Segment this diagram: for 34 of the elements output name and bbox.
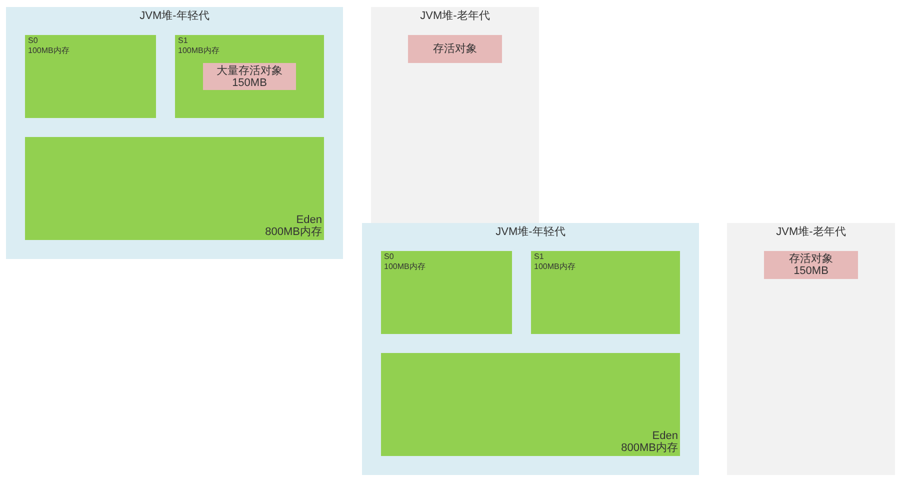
old-generation-panel <box>727 223 895 475</box>
survivor-space-box <box>175 35 324 118</box>
young-generation-panel <box>6 7 343 259</box>
space-label: Eden <box>296 214 322 226</box>
eden-space-box <box>381 353 680 456</box>
space-label: S1 <box>178 36 188 46</box>
panel-title: JVM堆-老年代 <box>420 9 490 24</box>
survivor-space-box <box>25 35 156 118</box>
object-label: 大量存活对象 <box>216 64 282 76</box>
panel-title: JVM堆-年轻代 <box>140 9 210 24</box>
old-generation-panel <box>371 7 539 223</box>
object-label: 150MB <box>232 76 267 88</box>
object-box <box>764 251 858 279</box>
space-label: Eden <box>652 430 678 442</box>
space-label: 100MB内存 <box>178 46 220 56</box>
survivor-space-box <box>381 251 512 334</box>
object-box <box>203 63 296 90</box>
eden-space-box <box>25 137 324 240</box>
object-label: 150MB <box>794 265 828 277</box>
space-label: 100MB内存 <box>28 46 70 56</box>
space-label: S1 <box>534 252 544 262</box>
space-label: 100MB内存 <box>384 262 426 272</box>
space-label: 100MB内存 <box>534 262 576 272</box>
object-label: 存活对象 <box>433 43 477 55</box>
object-box <box>408 35 502 63</box>
space-label: S0 <box>28 36 38 46</box>
young-generation-panel <box>362 223 699 475</box>
space-label: 800MB内存 <box>621 442 678 454</box>
object-label: 存活对象 <box>789 253 833 265</box>
panel-title: JVM堆-老年代 <box>776 225 846 240</box>
panel-title: JVM堆-年轻代 <box>496 225 566 240</box>
space-label: S0 <box>384 252 394 262</box>
survivor-space-box <box>531 251 680 334</box>
space-label: 800MB内存 <box>265 226 322 238</box>
